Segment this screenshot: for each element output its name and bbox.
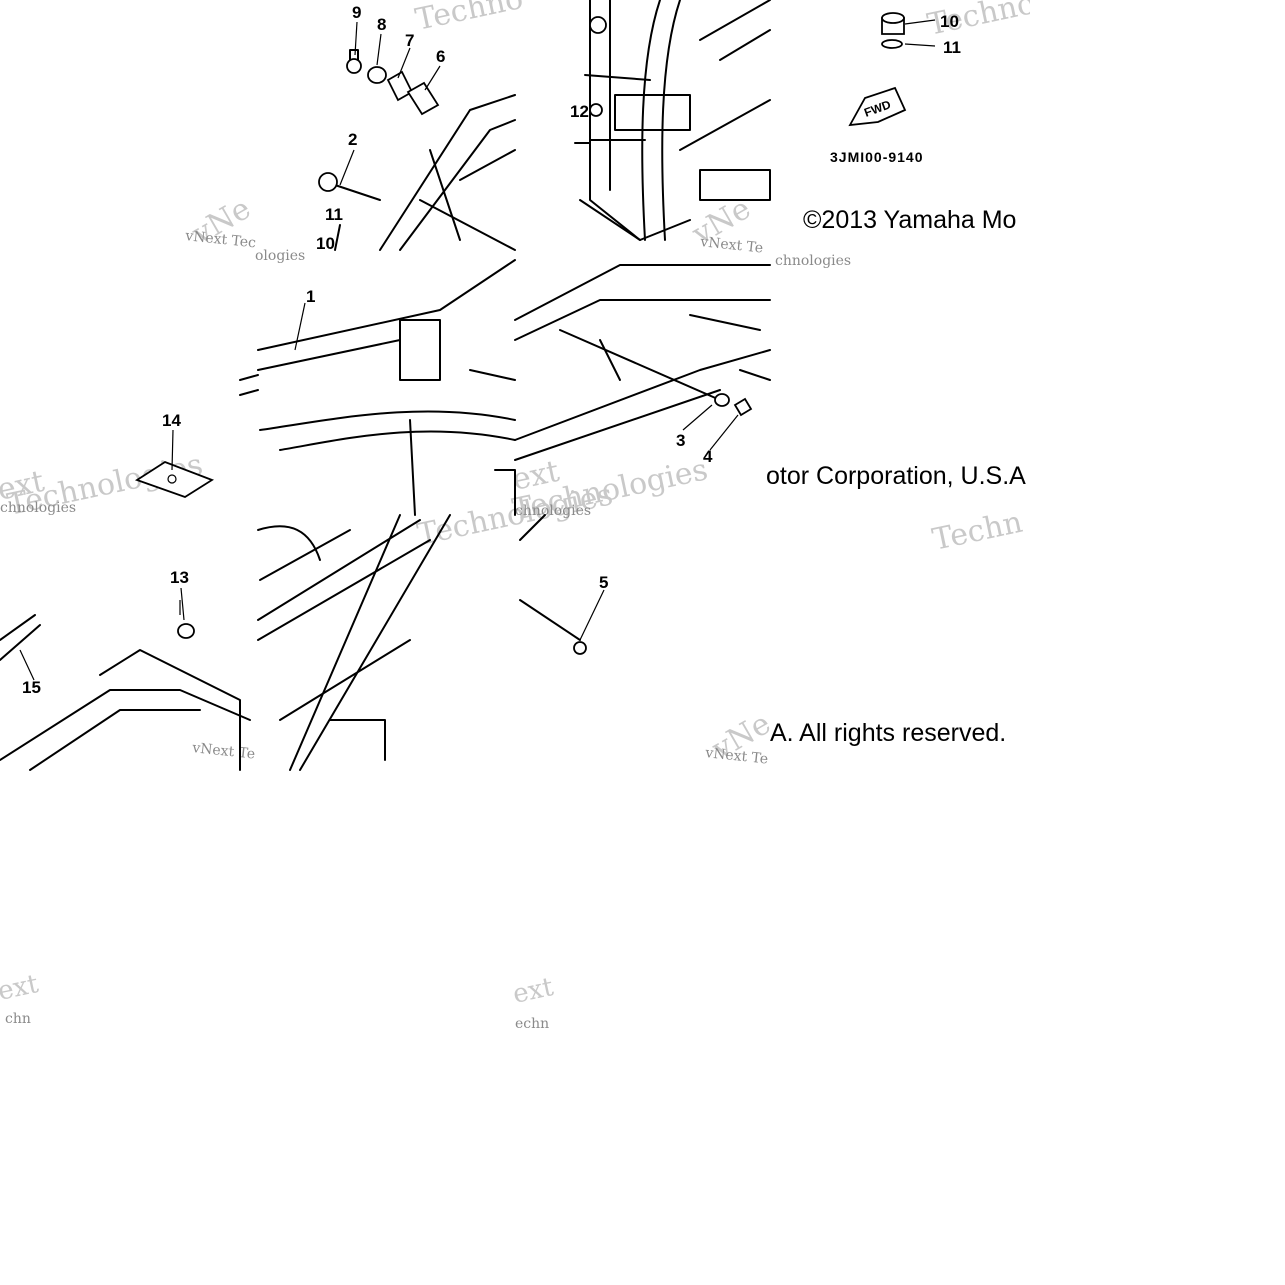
watermark-text: chn xyxy=(5,1011,31,1027)
watermark-text: echn xyxy=(515,1016,549,1032)
callout-13: 13 xyxy=(170,568,189,587)
frame-rail xyxy=(379,94,516,251)
callout-labels: 1 2 3 4 5 6 7 8 9 10 10 11 11 12 13 14 1… xyxy=(22,3,961,697)
callout-9: 9 xyxy=(352,3,361,22)
callout-8: 8 xyxy=(377,15,386,34)
callout-1: 1 xyxy=(306,287,315,306)
frame-drawing: FWD xyxy=(0,0,936,771)
callout-4: 4 xyxy=(703,447,713,466)
watermark-text: Techno xyxy=(412,0,526,38)
leader-lines xyxy=(19,21,739,681)
forward-direction-arrow: FWD xyxy=(848,86,907,127)
figure-code: 3JMI00-9140 xyxy=(830,149,924,165)
callout-2: 2 xyxy=(348,130,357,149)
callout-10-right: 10 xyxy=(940,12,959,31)
watermark-text: vNext Te xyxy=(191,740,256,763)
watermark-text: vNext Te xyxy=(704,745,769,768)
watermark-text: chnologies xyxy=(515,503,591,519)
watermark-text: chnologies xyxy=(775,253,851,269)
watermark-text: vNext Tec xyxy=(184,228,257,251)
pad-part-14 xyxy=(134,460,215,498)
callout-6: 6 xyxy=(436,47,445,66)
callout-7: 7 xyxy=(405,31,414,50)
callout-10-left: 10 xyxy=(316,234,335,253)
hardware-group-upper-left xyxy=(318,49,440,251)
callout-15: 15 xyxy=(22,678,41,697)
copyright-part-3: A. All rights reserved. xyxy=(770,719,1006,747)
copyright-notice: ©2013 Yamaha Mo otor Corporation, U.S.A … xyxy=(766,206,1026,747)
watermark-text: vNext Te xyxy=(699,234,764,257)
blank-area xyxy=(1030,0,1285,780)
watermark-text: ext xyxy=(0,969,42,1007)
watermark-text: ologies xyxy=(255,248,305,264)
copyright-part-2: otor Corporation, U.S.A xyxy=(766,462,1026,490)
watermark-text: Techn xyxy=(929,505,1025,558)
copyright-part-1: ©2013 Yamaha Mo xyxy=(803,206,1016,234)
callout-14: 14 xyxy=(162,411,181,430)
callout-5: 5 xyxy=(599,573,608,592)
hardware-group-upper-right xyxy=(881,12,936,49)
frame-rail xyxy=(399,119,516,251)
callout-11-right: 11 xyxy=(943,38,961,57)
watermark-text: ext xyxy=(510,972,556,1010)
watermark-text: chnologies xyxy=(0,500,76,516)
callout-3: 3 xyxy=(676,431,685,450)
callout-12: 12 xyxy=(570,102,589,121)
callout-11-left: 11 xyxy=(325,205,343,224)
